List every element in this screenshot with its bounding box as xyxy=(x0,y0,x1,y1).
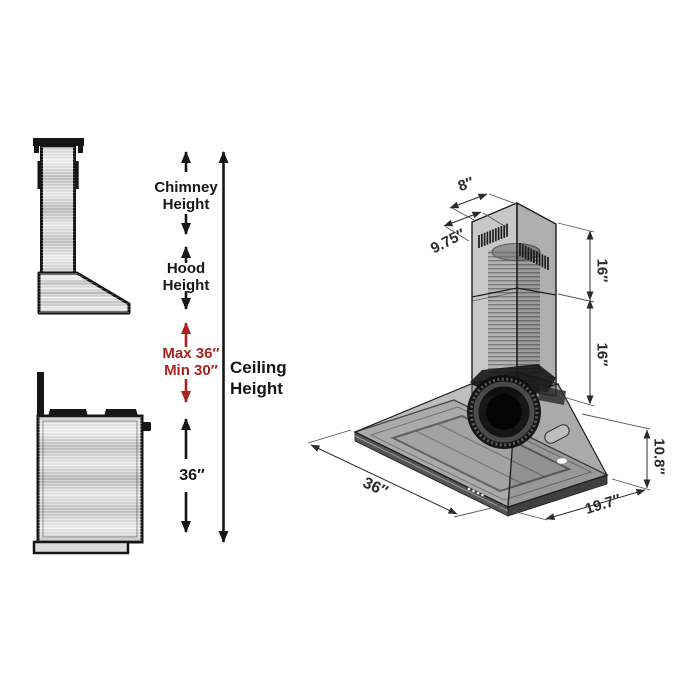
vent-slots-right xyxy=(519,243,549,270)
dim-label-16in-upper: 16″ xyxy=(593,258,611,283)
telescoping-collar-left xyxy=(37,161,41,189)
blower-intake xyxy=(486,394,522,430)
range-handle-knob xyxy=(142,422,151,431)
blower-side-bracket xyxy=(538,386,566,405)
range-burner xyxy=(104,409,138,416)
isometric-dimension-lines xyxy=(307,193,651,521)
range-backsplash xyxy=(37,372,44,417)
wall-hood-side-view xyxy=(33,138,131,315)
height-annotation-arrows xyxy=(181,151,229,543)
chimney-cap-tab xyxy=(34,146,39,153)
telescoping-seam-shadow xyxy=(471,291,518,302)
dim-line-197in xyxy=(545,489,646,520)
range-door-frame xyxy=(42,420,138,538)
chimney-texture xyxy=(41,146,75,273)
dim-line-36in xyxy=(310,444,458,515)
range-burner xyxy=(48,409,88,416)
range-drawer xyxy=(32,540,130,555)
dim-line-975in xyxy=(443,211,482,227)
range-to-hood-label: 36″ xyxy=(179,467,205,484)
chimney-cap xyxy=(33,138,84,146)
ext-lines-16in xyxy=(557,222,595,407)
hood-height-label: Hood Height xyxy=(162,260,210,294)
telescoping-seam xyxy=(471,287,557,298)
range-texture xyxy=(38,416,142,542)
chimney-height-label: Chimney Height xyxy=(154,179,218,213)
hood-light xyxy=(544,424,570,444)
dim-label-108in: 10.8″ xyxy=(650,438,668,475)
chimney-cap-tab xyxy=(78,146,83,153)
ext-lines-197in xyxy=(511,510,548,521)
isometric-hood-drawing xyxy=(353,201,609,517)
dim-label-16in-lower: 16″ xyxy=(593,342,611,367)
mounting-range-label: Max 36″ Min 30″ xyxy=(162,345,220,379)
ceiling-height-label: Ceiling Height xyxy=(230,358,287,399)
ext-lines-36in xyxy=(307,429,505,518)
control-buttons xyxy=(467,487,485,497)
ext-lines-975in xyxy=(445,212,507,242)
blower-ring xyxy=(473,381,535,443)
hood-body-texture xyxy=(39,273,129,313)
blower-fan-ribs xyxy=(469,377,539,447)
range-side-view xyxy=(32,372,151,555)
hood-lamp-lens xyxy=(556,457,568,465)
dim-line-8in xyxy=(449,193,488,209)
telescoping-collar-right xyxy=(75,161,79,189)
vent-slots-left xyxy=(478,223,508,248)
